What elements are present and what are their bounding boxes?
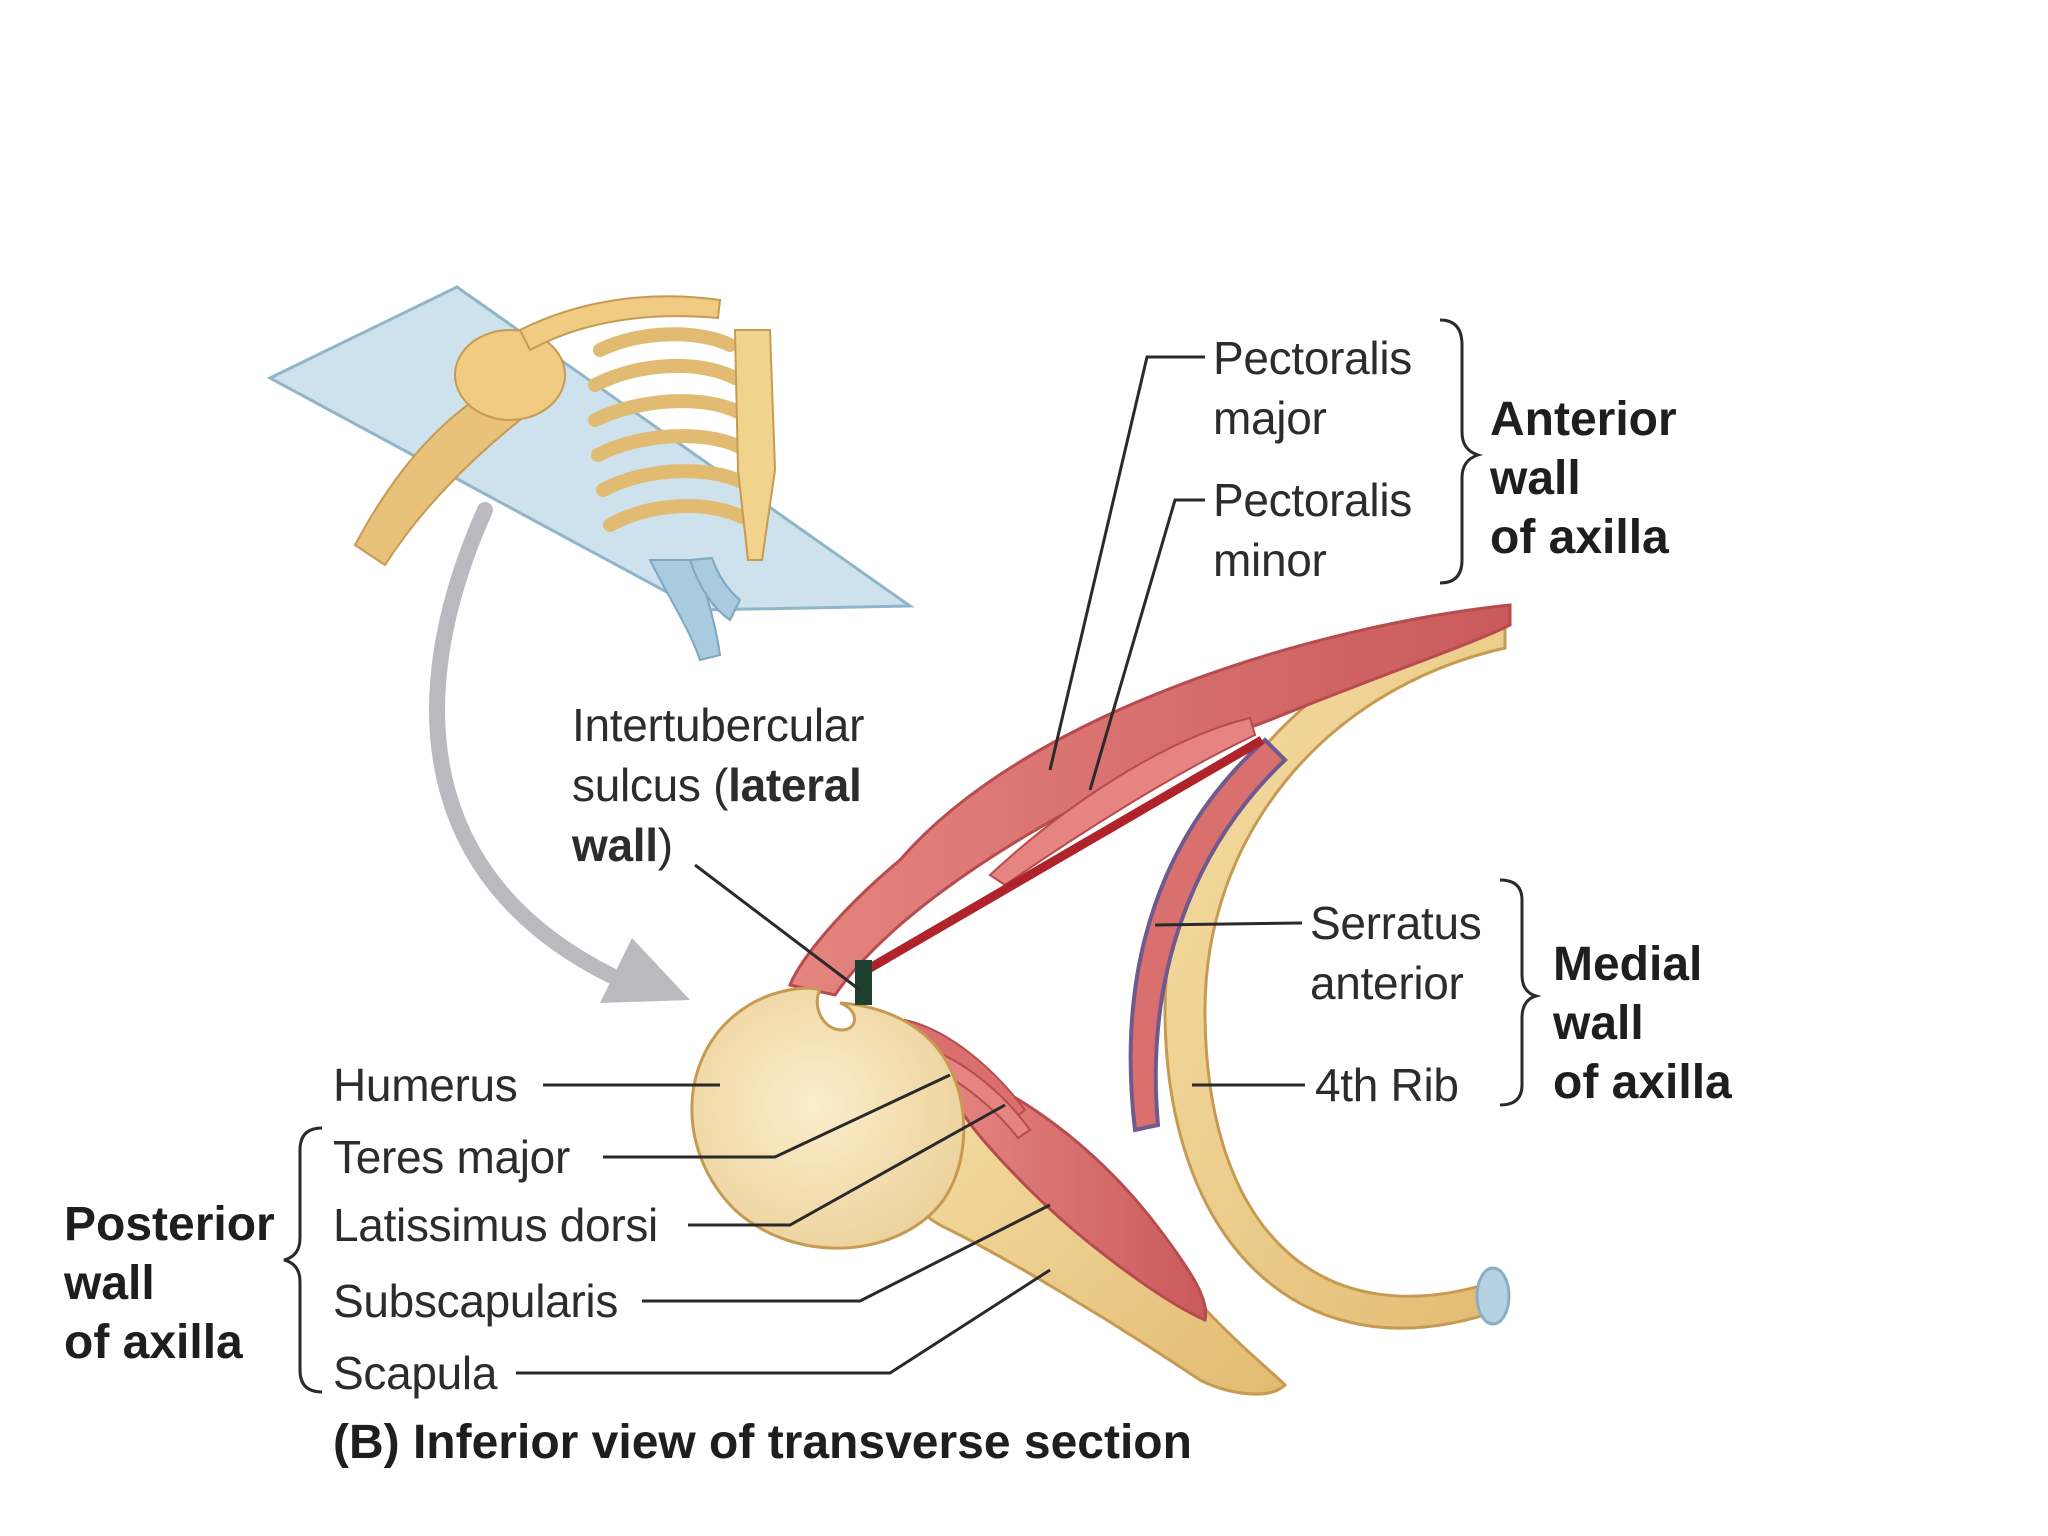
label-serratus-anterior: Serratus anterior [1310, 897, 1482, 1009]
rib-cut-end [1475, 1266, 1511, 1326]
leader-lines [516, 355, 1305, 1375]
leader-latissimus [688, 1103, 1006, 1227]
label-fourth-rib: 4th Rib [1315, 1059, 1459, 1111]
label-teres-major: Teres major [333, 1131, 570, 1183]
figure-caption: (B) Inferior view of transverse section [333, 1416, 1192, 1469]
group-anterior-wall: Anterior wall of axilla [1490, 393, 1677, 564]
clavipectoral-fascia [855, 736, 1265, 979]
label-subscapularis: Subscapularis [333, 1275, 619, 1327]
leader-scapula [516, 1268, 1051, 1375]
medial-bracket [1499, 878, 1542, 1107]
thumbnail-sternum [733, 329, 777, 561]
group-posterior-wall: Posterior wall of axilla [64, 1198, 275, 1369]
label-latissimus-dorsi: Latissimus dorsi [333, 1199, 658, 1251]
label-intertubercular-sulcus: Intertubercular sulcus (lateral wall) [572, 699, 865, 871]
view-arrow [429, 502, 690, 1003]
label-pectoralis-minor: Pectoralis minor [1213, 474, 1412, 586]
brackets [283, 318, 1542, 1394]
transverse-plane [266, 285, 915, 612]
thumbnail-shoulder [454, 329, 566, 421]
leader-serratus [1154, 921, 1303, 927]
thumbnail-clavicle [518, 295, 722, 352]
thorax-thumbnail [266, 285, 915, 662]
leader-intertubercular [694, 863, 861, 992]
group-medial-wall: Medial wall of axilla [1553, 938, 1732, 1109]
thumbnail-ribs [588, 327, 749, 532]
anterior-bracket [1439, 318, 1484, 585]
leader-teres-major [603, 1073, 951, 1159]
transverse-section [690, 603, 1512, 1396]
leader-pectoralis-minor [1088, 498, 1205, 791]
label-scapula: Scapula [333, 1347, 498, 1399]
serratus-anterior-shape [1128, 737, 1288, 1133]
leader-subscapularis [642, 1203, 1051, 1303]
posterior-bracket [283, 1126, 323, 1394]
label-humerus: Humerus [333, 1059, 518, 1111]
humerus-head-shape [690, 986, 966, 1250]
leader-pectoralis-major [1048, 355, 1205, 771]
label-pectoralis-major: Pectoralis major [1213, 332, 1412, 444]
